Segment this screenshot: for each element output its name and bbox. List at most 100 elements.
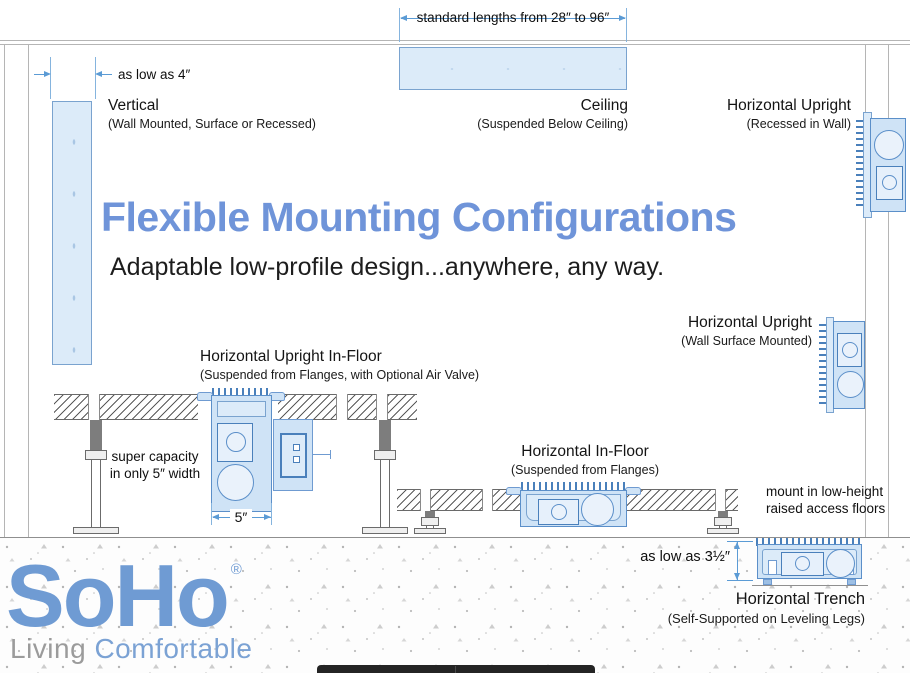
right-wall-line-outer [888, 44, 889, 537]
width-dim-tick-right [271, 503, 272, 525]
config-subtitle: (Suspended from Flanges, with Optional A… [200, 368, 480, 382]
raised-floor-note: mount in low-height raised access floors [766, 484, 885, 518]
tagline-comfortable: Comfortable [94, 633, 253, 664]
trench-dim-ext-top [727, 541, 753, 542]
width-dim-arrow-left [212, 514, 219, 520]
floor-panel-seam [420, 489, 431, 511]
label-vertical: Vertical (Wall Mounted, Surface or Reces… [108, 97, 316, 131]
length-dim-label: standard lengths from 28″ to 96″ [416, 10, 610, 25]
trench-dim-label: as low as 3½″ [640, 549, 730, 565]
bottom-bar-seam [455, 666, 456, 673]
infloor-upright-unit-fan-circle [217, 464, 254, 501]
logo-soho: SoHo® [6, 552, 242, 640]
label-horizontal-upright-surface: Horizontal Upright (Wall Surface Mounted… [681, 314, 812, 348]
config-subtitle: (Wall Mounted, Surface or Recessed) [108, 117, 316, 131]
trench-unit-foot-right [847, 579, 856, 585]
depth-dim-tail-right [102, 74, 112, 75]
trench-ground-line [752, 585, 868, 586]
trench-dim-arrow-up [734, 542, 740, 549]
surface-unit-valve-circle [842, 342, 858, 358]
air-valve-pipe-line [313, 454, 330, 455]
recessed-unit-valve-circle [882, 175, 897, 190]
surface-unit-fan-circle [837, 371, 864, 398]
length-dim-tick-left [399, 8, 400, 42]
infloor-unit-fan-circle [581, 493, 614, 526]
width-dim-label: 5″ [211, 509, 271, 525]
bottom-bar [317, 665, 595, 673]
infloor-unit-valve-circle [551, 504, 567, 520]
super-capacity-line1: super capacity [111, 449, 199, 464]
pedestal-base [414, 528, 446, 534]
trench-unit-fan-circle [826, 549, 855, 578]
config-subtitle: (Self-Supported on Leveling Legs) [667, 611, 865, 626]
air-valve-glyph [293, 444, 300, 451]
air-valve-accessory-inner [280, 433, 307, 478]
pedestal-base [707, 528, 739, 534]
trench-dim-arrow-down [734, 573, 740, 580]
length-dim-line [401, 18, 625, 19]
depth-dim-tail-left [34, 74, 44, 75]
super-capacity-line2: in only 5″ width [109, 465, 201, 481]
pedestal-head [718, 511, 728, 518]
infloor-unit-flange-right [625, 487, 641, 495]
config-subtitle: (Recessed in Wall) [746, 117, 851, 131]
page-subtitle: Adaptable low-profile design...anywhere,… [110, 253, 665, 281]
config-title: Horizontal In-Floor [521, 443, 649, 460]
raised-floor-line2: raised access floors [766, 500, 886, 516]
width-dim-label-text: 5″ [229, 509, 253, 525]
floor-panel-seam [715, 489, 726, 511]
floor-panel-seam [88, 394, 100, 420]
depth-dim-tick-left [50, 57, 51, 99]
depth-dim-arrow-left [44, 71, 51, 77]
length-dim-tick-right [626, 8, 627, 42]
recessed-unit-grille [856, 120, 863, 210]
config-title: Horizontal Trench [735, 590, 865, 608]
trench-dim-ext-bottom [727, 580, 753, 581]
ceiling-unit-illustration [399, 47, 627, 90]
config-title: Horizontal Upright In-Floor [200, 348, 382, 365]
infloor-upright-unit-grille [212, 388, 271, 396]
logo-tagline: Living Comfortable [10, 633, 252, 665]
width-dim-tick-left [211, 503, 212, 525]
config-subtitle: (Wall Surface Mounted) [681, 334, 812, 348]
config-title: Horizontal Upright [687, 314, 812, 331]
length-dim-arrow-left [400, 15, 407, 21]
floor-panel-seam [376, 394, 388, 420]
pedestal-base [73, 527, 119, 534]
config-subtitle: (Suspended from Flanges) [511, 463, 659, 477]
left-wall-line-inner [28, 44, 29, 537]
config-title: Vertical [108, 97, 159, 114]
trench-unit-grille [756, 538, 862, 546]
ceiling-line-outer [0, 40, 910, 41]
config-subtitle: (Suspended Below Ceiling) [477, 117, 628, 131]
pedestal-head [379, 420, 391, 451]
right-wall-line-inner [865, 44, 866, 537]
registered-trademark-icon: ® [230, 561, 242, 578]
depth-dim-arrow-right [95, 71, 102, 77]
pedestal-head [90, 420, 102, 451]
pedestal-base [362, 527, 408, 534]
air-valve-pipe-tick [330, 450, 331, 459]
left-wall-line-outer [4, 44, 5, 537]
pedestal-post [380, 459, 390, 529]
width-dim-arrow-right [264, 514, 271, 520]
pedestal-head [425, 511, 435, 518]
page-title: Flexible Mounting Configurations [101, 194, 737, 240]
infloor-upright-unit-plenum [217, 401, 266, 417]
vertical-unit-illustration [52, 101, 92, 365]
floor-panel-seam [336, 394, 348, 420]
ceiling-line-inner [0, 44, 910, 45]
recessed-unit-fan-circle [874, 130, 904, 160]
air-valve-glyph [293, 456, 300, 463]
raised-floor-line1: mount in low-height [766, 484, 884, 499]
trench-unit-leg-slot-left [768, 560, 777, 575]
trench-unit-valve-circle [795, 556, 810, 571]
infloor-unit-grille [521, 482, 626, 490]
label-horizontal-trench: Horizontal Trench (Self-Supported on Lev… [668, 590, 865, 626]
label-horizontal-upright-infloor: Horizontal Upright In-Floor (Suspended f… [200, 348, 479, 382]
label-horizontal-upright-recessed: Horizontal Upright (Recessed in Wall) [727, 97, 851, 131]
super-capacity-note: super capacity in only 5″ width [100, 449, 210, 483]
label-ceiling: Ceiling (Suspended Below Ceiling) [477, 97, 628, 131]
length-dim-arrow-right [619, 15, 626, 21]
